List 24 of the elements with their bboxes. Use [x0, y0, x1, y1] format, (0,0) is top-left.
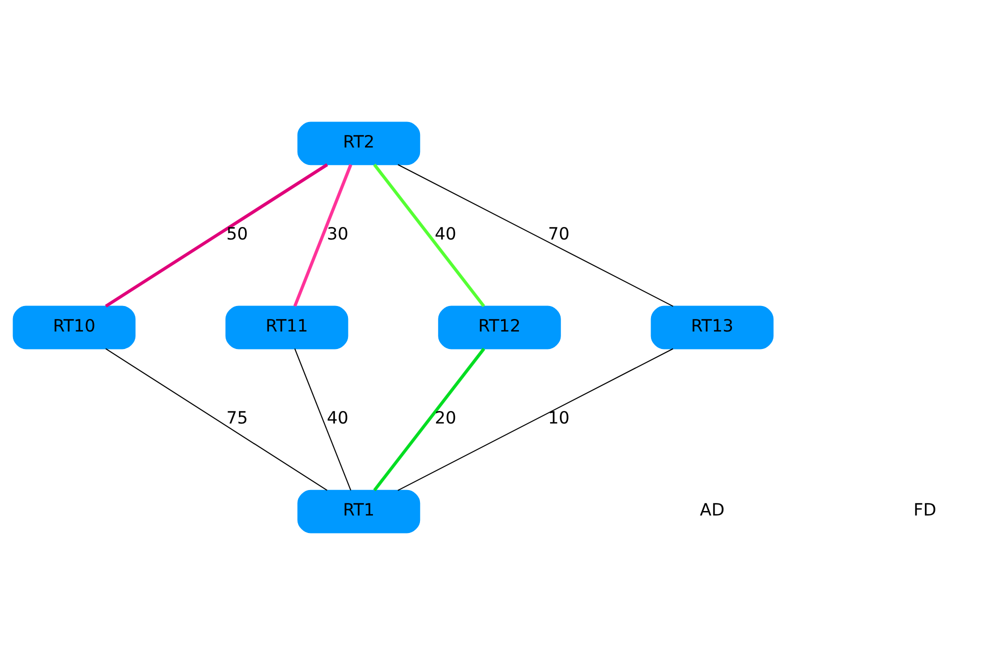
edge-label: 40 — [434, 222, 456, 243]
edge-label: 70 — [548, 222, 570, 243]
node-box: RT1 — [297, 489, 420, 533]
node-box: RT13 — [650, 305, 774, 349]
node-box: RT10 — [12, 305, 136, 349]
connector — [398, 164, 674, 306]
connector — [373, 163, 486, 307]
connector — [398, 348, 674, 490]
label: AD — [700, 499, 724, 520]
edge-label: 75 — [226, 407, 248, 428]
edge-label: 50 — [226, 222, 248, 243]
node-box: RT2 — [297, 121, 420, 165]
label: FD — [913, 499, 936, 520]
connector — [294, 348, 352, 490]
edge-label: 10 — [548, 407, 570, 428]
edge-label: 40 — [326, 407, 348, 428]
node-box: RT11 — [225, 305, 348, 349]
connector — [373, 347, 486, 491]
connector — [104, 162, 328, 308]
edge-label: 20 — [434, 407, 456, 428]
edge-label: 30 — [326, 222, 348, 243]
node-box: RT12 — [438, 305, 561, 349]
connector — [293, 164, 352, 306]
connector — [105, 348, 328, 490]
